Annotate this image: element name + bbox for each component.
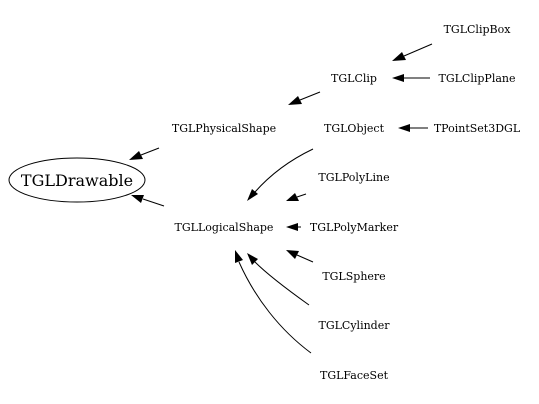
- edge-polyline-to-logical: [286, 193, 307, 201]
- tgl-poly-marker-label: TGLPolyMarker: [310, 221, 399, 234]
- tgl-object-label: TGLObject: [324, 122, 385, 135]
- edge-object-to-logical: [247, 148, 314, 201]
- edge-polymarker-to-logical: [286, 223, 301, 231]
- edge-logical-to-drawable: [131, 195, 165, 207]
- tgl-drawable-label: TGLDrawable: [21, 171, 133, 190]
- tgl-drawable-node: [8, 157, 146, 203]
- tpoint-set-3dgl-label: TPointSet3DGL: [434, 122, 521, 135]
- edge-clipbox-to-clip: [392, 43, 433, 61]
- tgl-logical-shape-label: TGLLogicalShape: [175, 221, 274, 234]
- edge-physical-to-drawable: [129, 147, 160, 160]
- tgl-clip-label: TGLClip: [331, 72, 377, 85]
- tgl-poly-line-label: TGLPolyLine: [318, 171, 389, 184]
- tgl-sphere-label: TGLSphere: [322, 270, 385, 283]
- edge-clipplane-to-clip: [392, 74, 430, 82]
- edge-sphere-to-logical: [286, 250, 314, 263]
- tgl-cylinder-label: TGLCylinder: [319, 319, 391, 332]
- tgl-clip-box-label: TGLClipBox: [444, 23, 512, 36]
- edge-pointset-to-object: [398, 124, 428, 132]
- edge-cylinder-to-logical: [247, 253, 310, 306]
- tgl-clip-plane-label: TGLClipPlane: [439, 72, 516, 85]
- edge-clip-to-physical: [288, 91, 321, 105]
- tgl-physical-shape-label: TGLPhysicalShape: [172, 122, 276, 135]
- edge-faceset-to-logical: [235, 250, 312, 354]
- tgl-face-set-label: TGLFaceSet: [320, 369, 389, 382]
